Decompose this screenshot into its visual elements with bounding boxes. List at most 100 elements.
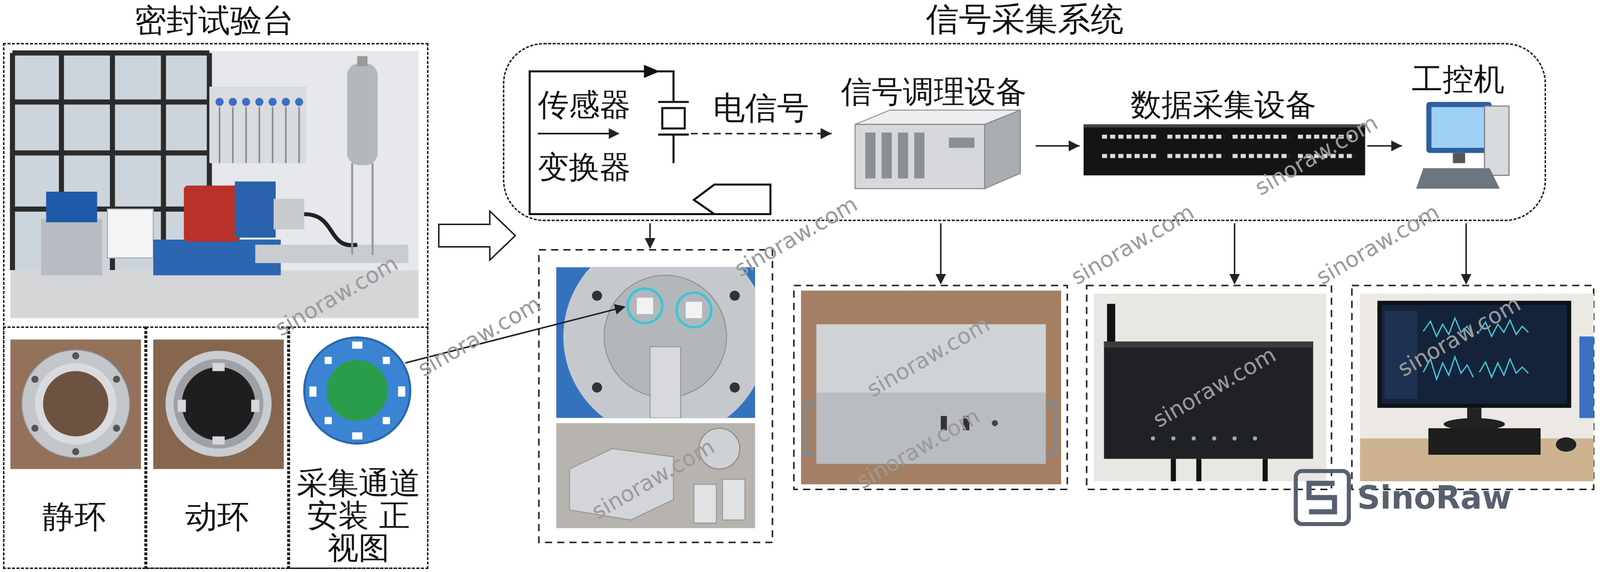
computer-photo [1479, 359, 1529, 378]
rack-icon [1083, 124, 1366, 128]
system-panel: 信号采集系统传感器变换器 信号调理设备 数据采集设备 工控机 [502, 0, 1546, 222]
pc-icon [1416, 168, 1501, 189]
test-bench-photo [347, 63, 378, 166]
daq-photo [1171, 436, 1176, 441]
server-icon [948, 137, 975, 148]
sensor-install-photo [563, 267, 756, 418]
connector [1367, 145, 1402, 147]
channel-front-view [383, 357, 391, 365]
test-bench-photo [281, 97, 290, 106]
sensor-install-photo [694, 484, 717, 524]
node-label: 动环 [185, 497, 250, 536]
static-ring-photo [21, 350, 130, 459]
test-bench-photo [352, 163, 373, 256]
rotating-ring-photo [173, 359, 264, 449]
pc-icon [1426, 101, 1492, 153]
channel-front-view [383, 416, 391, 424]
rack-icon [1102, 134, 1160, 161]
channel-front-view [324, 416, 332, 424]
daq-photo [1104, 341, 1314, 348]
static-ring-photo [71, 352, 79, 360]
daq-photo [1211, 436, 1216, 441]
device-node: 工控机 [1402, 59, 1515, 195]
down-arrow [1465, 223, 1467, 284]
computer-photo [1556, 437, 1577, 452]
sensor-schematic-box: 传感器变换器 [527, 71, 691, 215]
sensor-schematic [529, 71, 715, 215]
sensor-install-photo [676, 292, 712, 328]
server-icon [865, 132, 876, 179]
static-ring-photo [42, 371, 109, 437]
static-ring-photo [10, 339, 141, 469]
sensor-install-photo [722, 479, 746, 521]
rotating-ring-photo [165, 351, 272, 457]
sensor-schematic [537, 132, 619, 135]
pc-icon [1431, 106, 1487, 148]
static-ring-photo [31, 376, 39, 384]
down-arrow [649, 223, 651, 248]
logo-icon [1295, 471, 1349, 525]
server-icon [984, 110, 1021, 189]
channel-front-view [304, 337, 410, 444]
sensor-install-photo [591, 290, 602, 301]
test-bench-photo [304, 214, 358, 246]
server-icon [854, 124, 985, 189]
test-bench-photo [215, 97, 224, 106]
daq-photo [1173, 458, 1266, 482]
sensor-install-photo [729, 290, 740, 301]
node-label: 采集通道 安装 正视图 [295, 466, 422, 565]
test-bench-photo [40, 219, 103, 276]
static-ring-photo [71, 448, 79, 456]
connector [690, 132, 832, 135]
node-label: 变换器 [537, 148, 631, 186]
channel-front-view [324, 357, 332, 365]
static-ring-photo [34, 363, 117, 445]
static-ring-photo [31, 352, 121, 456]
watermark: sinoraw.com [1066, 199, 1199, 291]
node-label: 数据采集设备 [1130, 86, 1317, 124]
part-panel: 静环 [2, 326, 146, 570]
test-bench-photo [107, 209, 154, 259]
sensor-install-photo [627, 288, 663, 324]
test-bench-photo [215, 97, 304, 106]
node-label: 信号调理设备 [840, 73, 1027, 111]
test-bench-photo [268, 97, 277, 106]
connector [1035, 145, 1080, 147]
sensor-install-photo [556, 423, 756, 529]
channel-front-view [309, 386, 317, 397]
rotating-ring-photo [212, 436, 225, 445]
sensor-schematic [529, 66, 771, 215]
rotating-ring-photo [153, 339, 284, 469]
pc-icon [1416, 101, 1510, 189]
test-bench-photo [242, 97, 251, 106]
server-icon [914, 132, 925, 179]
channel-front-view [309, 341, 405, 440]
rotating-ring-photo [212, 363, 225, 372]
rack-icon [1232, 134, 1290, 161]
sensor-schematic [644, 66, 658, 77]
daq-photo [1107, 304, 1116, 348]
channel-front-view [304, 337, 410, 444]
test-bench-photo [228, 97, 237, 106]
logo-icon [1295, 471, 1349, 525]
channel-front-view [352, 432, 363, 440]
device-node: 信号调理设备 [831, 71, 1036, 194]
sensor-install-photo [556, 267, 756, 418]
node-label: 信号采集系统 [925, 0, 1124, 39]
sensor-install-photo [556, 234, 768, 529]
node-label: 密封试验台 [134, 0, 295, 40]
test-bench-photo [357, 55, 368, 66]
static-ring-photo [31, 424, 39, 432]
photo-frame [1351, 285, 1594, 490]
test-bench-photo [219, 106, 300, 163]
watermark: sinoraw.com [1311, 199, 1444, 291]
daq-photo [1151, 436, 1156, 441]
photo-frame [1086, 285, 1332, 490]
test-bench-photo [45, 191, 97, 223]
sensor-schematic [672, 134, 675, 164]
part-panel: 采集通道 安装 正视图 [288, 326, 429, 570]
test-bench-photo [234, 181, 276, 238]
rotating-ring-photo [181, 367, 256, 441]
daq-photo [1232, 436, 1237, 441]
server-icon [865, 132, 975, 179]
